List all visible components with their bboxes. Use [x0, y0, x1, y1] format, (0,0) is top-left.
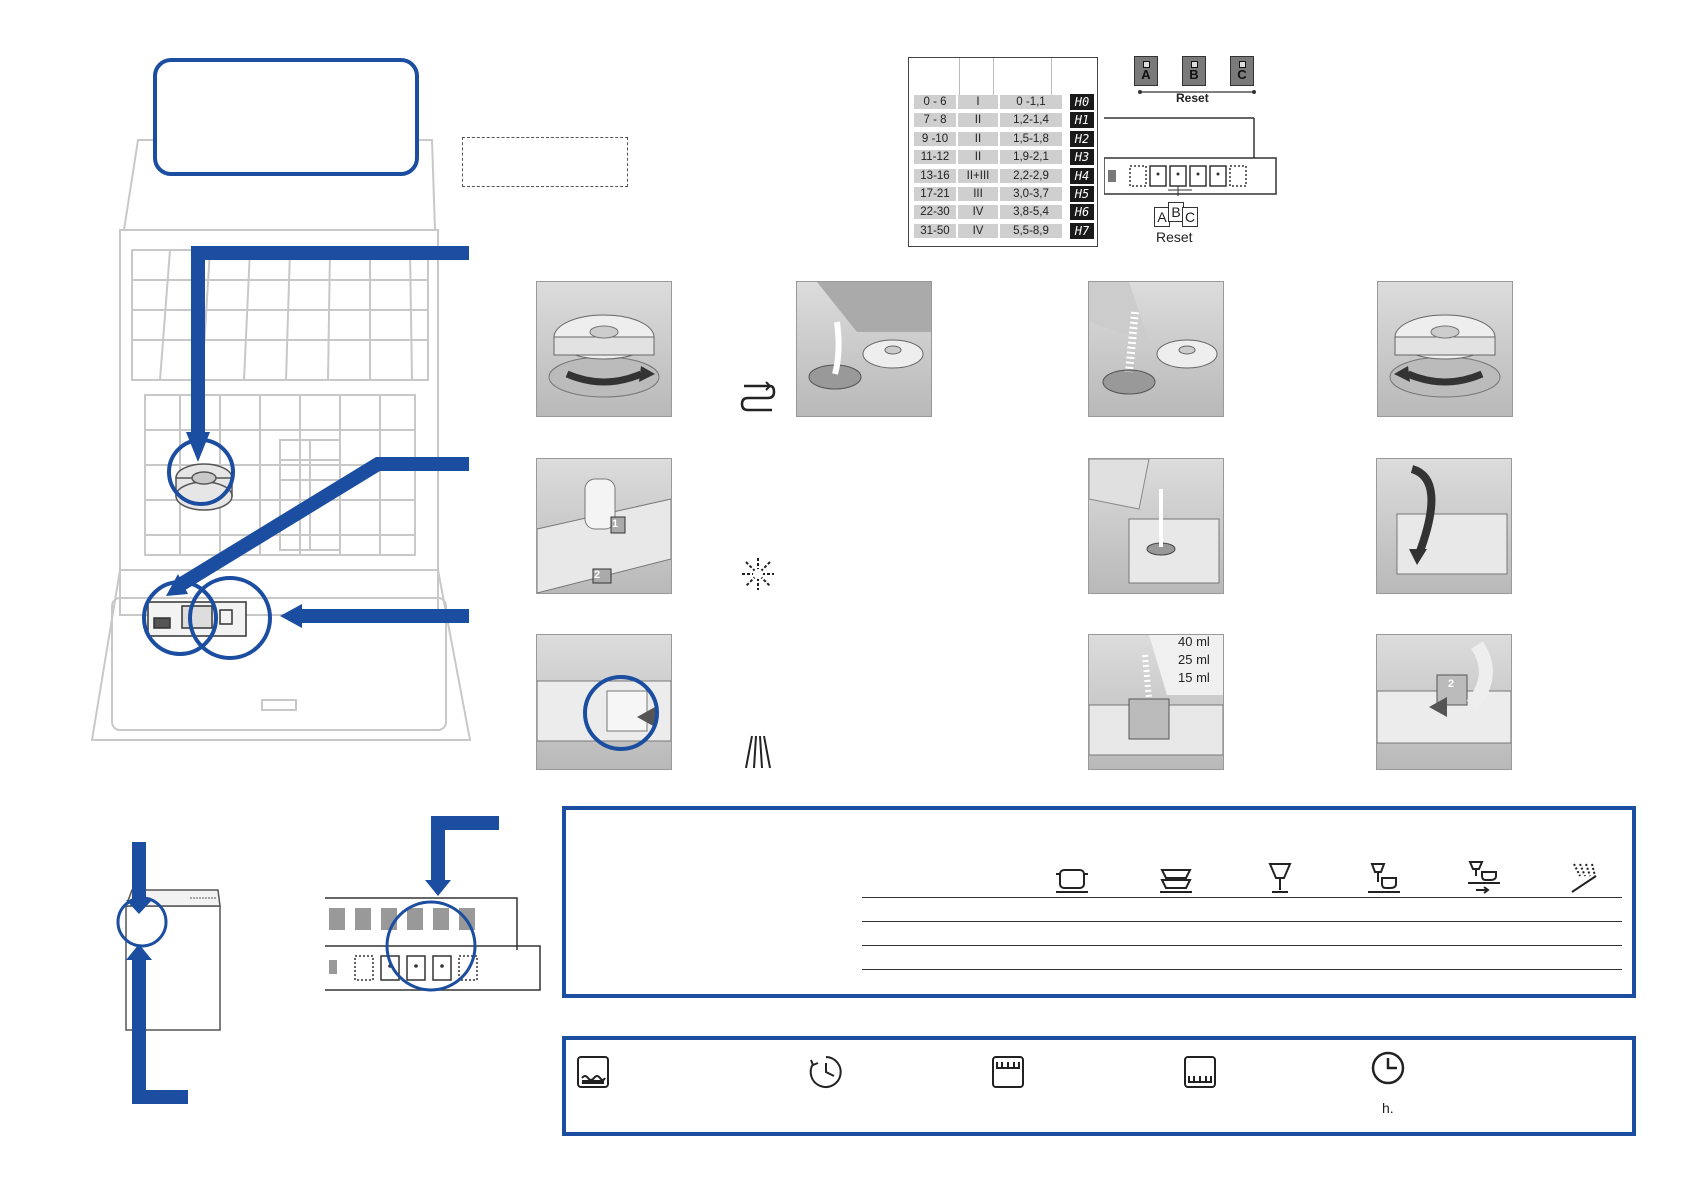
hardness-range-cell: IV [958, 223, 998, 238]
step-salt-cap-open-photo [536, 281, 672, 417]
program-table-rule-1 [862, 897, 1622, 898]
hardness-mmol-cell: 1,9-2,1 [1000, 150, 1062, 165]
control-panel-strip [1104, 117, 1277, 195]
hardness-code-display: H5 [1070, 186, 1094, 202]
lower-basket-icon[interactable] [1182, 1054, 1218, 1090]
dose-40ml: 40 ml [1178, 634, 1210, 649]
step-close-rinse-aid-photo [1376, 458, 1512, 594]
hardness-range-cell: II+III [958, 168, 998, 183]
hardness-mmol-cell: 2,2-2,9 [1000, 168, 1062, 183]
hardness-mmol-cell: 5,5-8,9 [1000, 223, 1062, 238]
panel-buttons-detail-diagram [325, 816, 541, 992]
step-fill-water-photo [796, 281, 932, 417]
door-height-detail-diagram [116, 842, 221, 1104]
intensive-zone-icon[interactable] [575, 1054, 611, 1090]
step-fill-rinse-aid-photo [1088, 458, 1224, 594]
step-open-rinse-aid-photo [536, 458, 672, 594]
hardness-range-cell: III [958, 187, 998, 201]
program-table-rule-3 [862, 945, 1622, 946]
dishwasher-overview-diagram [90, 139, 472, 741]
hardness-dh-cell: 17-21 [914, 187, 956, 201]
hardness-dh-cell: 0 - 6 [914, 95, 956, 109]
hardness-mmol-cell: 3,0-3,7 [1000, 187, 1062, 201]
callout-leaders [142, 246, 469, 660]
key-c[interactable]: C [1230, 56, 1254, 86]
hardness-code-display: H3 [1070, 149, 1094, 166]
timer-icon[interactable] [1370, 1050, 1406, 1086]
dose-25ml: 25 ml [1178, 652, 1210, 667]
pre-rinse-icon [1566, 860, 1602, 896]
reset-bracket [1138, 90, 1256, 94]
hardness-dh-cell: 7 - 8 [914, 113, 956, 128]
options-panel [562, 1036, 1636, 1136]
pot-icon [1054, 860, 1090, 896]
abc-keys-small [1168, 186, 1192, 196]
hardness-code-display: H6 [1070, 204, 1094, 221]
reset-label: Reset [1176, 91, 1209, 105]
cup-saucer-icon [1366, 860, 1402, 896]
hardness-range-cell: II [958, 113, 998, 128]
hardness-mmol-cell: 0 -1,1 [1000, 95, 1062, 109]
timer-unit-label: h. [1382, 1100, 1394, 1116]
small-key-c: C [1182, 207, 1198, 227]
dashed-note-box [462, 137, 628, 187]
hardness-range-cell: IV [958, 205, 998, 220]
hardness-dh-cell: 22-30 [914, 205, 956, 220]
program-overview-panel [562, 806, 1636, 998]
step-badge-2-close: 2 [1448, 678, 1455, 690]
hardness-code-display: H7 [1070, 222, 1094, 239]
key-a[interactable]: A [1134, 56, 1158, 86]
program-table-rule-4 [862, 969, 1622, 970]
small-reset-label: Reset [1156, 229, 1193, 245]
hardness-range-cell: II [958, 131, 998, 146]
hardness-mmol-cell: 1,5-1,8 [1000, 131, 1062, 146]
hardness-mmol-cell: 1,2-1,4 [1000, 113, 1062, 128]
step-fill-salt-photo [1088, 281, 1224, 417]
step-badge-2: 2 [594, 569, 601, 581]
hardness-dh-cell: 11-12 [914, 150, 956, 165]
hardness-dh-cell: 13-16 [914, 168, 956, 183]
hardness-code-display: H2 [1070, 130, 1094, 147]
step-add-detergent-photo [1088, 634, 1224, 770]
hardness-code-display: H0 [1070, 94, 1094, 110]
glass-icon [1262, 860, 1298, 896]
step-open-detergent-photo [536, 634, 672, 770]
hardness-code-display: H4 [1070, 167, 1094, 184]
program-table-rule-2 [862, 921, 1622, 922]
rinse-aid-sparkle-icon [740, 556, 776, 592]
quick-wash-icon [1466, 860, 1502, 896]
vario-speed-icon[interactable] [808, 1054, 844, 1090]
hardness-mmol-cell: 3,8-5,4 [1000, 205, 1062, 220]
step-badge-1: 1 [612, 518, 619, 530]
hardness-code-display: H1 [1070, 112, 1094, 129]
title-highlight-frame [153, 58, 419, 176]
step-close-detergent-photo [1376, 634, 1512, 770]
detergent-spray-icon [740, 734, 776, 770]
hardness-range-cell: I [958, 95, 998, 109]
water-softener-icon [740, 380, 776, 416]
hardness-dh-cell: 9 -10 [914, 131, 956, 146]
step-salt-cap-close-photo [1377, 281, 1513, 417]
key-b[interactable]: B [1182, 56, 1206, 86]
plates-icon [1158, 860, 1194, 896]
hardness-range-cell: II [958, 150, 998, 165]
dose-15ml: 15 ml [1178, 670, 1210, 685]
upper-basket-icon[interactable] [990, 1054, 1026, 1090]
hardness-dh-cell: 31-50 [914, 223, 956, 238]
